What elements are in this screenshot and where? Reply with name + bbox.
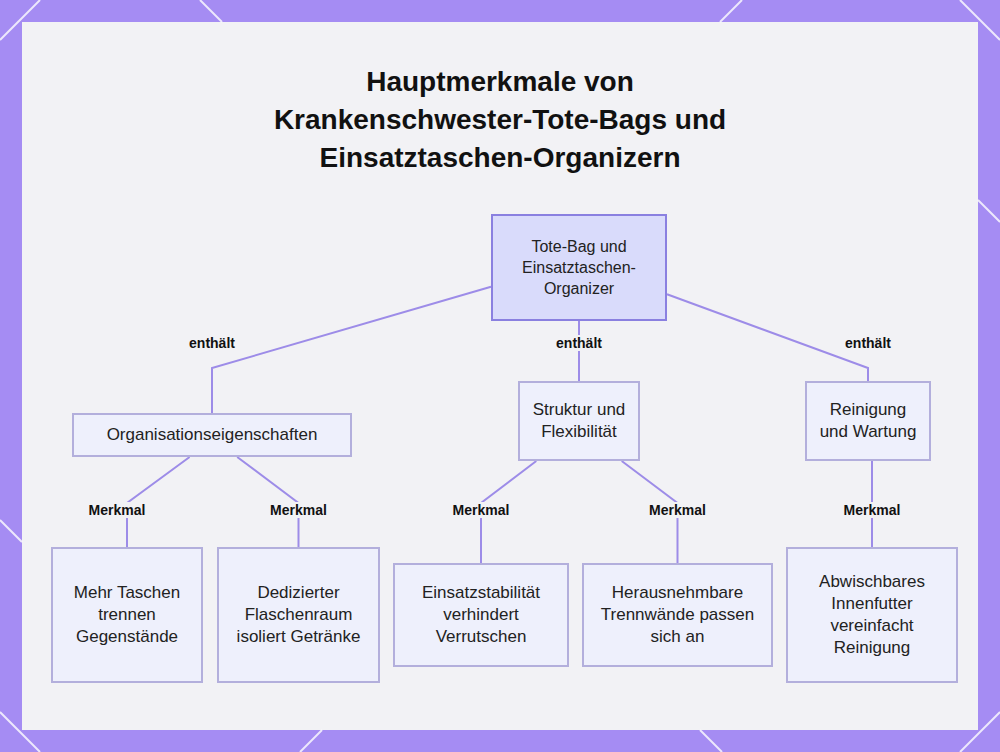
node-text: Einsatzstabilität verhindert Verrutschen	[405, 582, 557, 648]
feature-box: Struktur und Flexibilität	[518, 381, 640, 461]
node-text: Dedizierter Flaschenraum isoliert Geträn…	[231, 582, 366, 648]
feature-box: Organisationseigenschaften	[72, 413, 352, 457]
feature-box: Dedizierter Flaschenraum isoliert Geträn…	[217, 547, 380, 683]
feature-box: Mehr Taschen trennen Gegenstände	[51, 547, 203, 683]
edge-label: Merkmal	[646, 502, 709, 518]
feature-box: Reinigung und Wartung	[805, 381, 931, 461]
node-text: Struktur und Flexibilität	[528, 399, 630, 443]
edge-label: Merkmal	[450, 502, 513, 518]
node-text: Mehr Taschen trennen Gegenstände	[71, 582, 183, 648]
node-text: Tote-Bag und Einsatztaschen-Organizer	[503, 236, 655, 299]
node-text: Herausnehmbare Trennwände passen sich an	[598, 582, 757, 648]
feature-box: Abwischbares Innenfutter vereinfacht Rei…	[786, 547, 958, 683]
connector-line	[667, 294, 868, 381]
root-box: Tote-Bag und Einsatztaschen-Organizer	[491, 214, 667, 321]
connector-line	[578, 321, 580, 381]
connector-line	[212, 287, 491, 413]
edge-label: enthält	[842, 335, 894, 351]
node-text: Organisationseigenschaften	[107, 424, 318, 446]
diagram-title: Hauptmerkmale von Krankenschwester-Tote-…	[240, 63, 760, 177]
edge-label: Merkmal	[841, 502, 904, 518]
feature-box: Herausnehmbare Trennwände passen sich an	[582, 563, 773, 667]
edge-label: enthält	[553, 335, 605, 351]
edge-label: enthält	[186, 335, 238, 351]
feature-box: Einsatzstabilität verhindert Verrutschen	[393, 563, 569, 667]
node-text: Abwischbares Innenfutter vereinfacht Rei…	[800, 571, 944, 659]
node-text: Reinigung und Wartung	[815, 399, 921, 443]
edge-label: Merkmal	[267, 502, 330, 518]
edge-label: Merkmal	[86, 502, 149, 518]
